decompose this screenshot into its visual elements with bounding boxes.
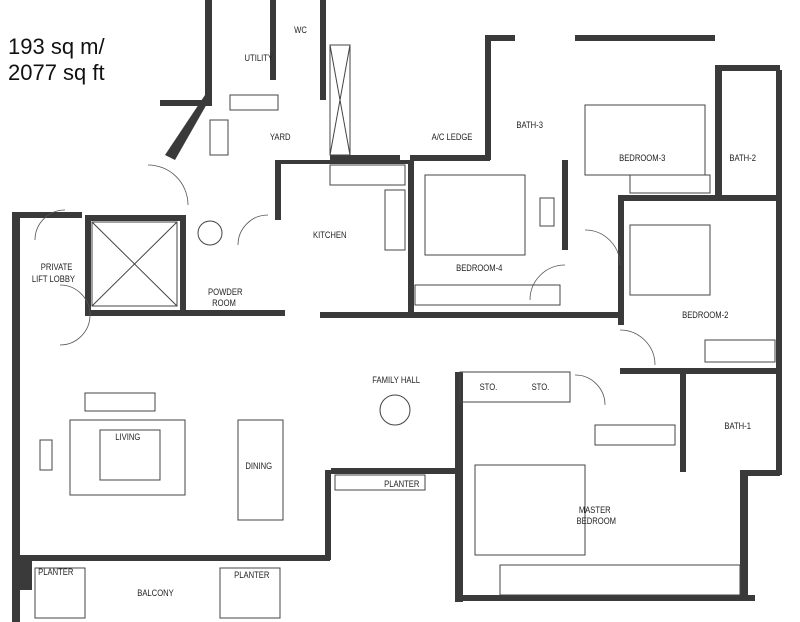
label-bath1: BATH-1 bbox=[724, 421, 751, 431]
label-planter-left: PLANTER bbox=[38, 567, 74, 577]
label-family-hall: FAMILY HALL bbox=[372, 375, 420, 385]
label-planter-right: PLANTER bbox=[234, 570, 270, 580]
area-sqft: 2077 sq ft bbox=[8, 60, 105, 85]
label-bath3: BATH-3 bbox=[516, 120, 543, 130]
label-bedroom4: BEDROOM-4 bbox=[456, 263, 503, 273]
label-wc: WC bbox=[294, 25, 307, 35]
label-bedroom3: BEDROOM-3 bbox=[619, 153, 666, 163]
label-sto-2: STO. bbox=[531, 382, 550, 392]
label-planter-mid: PLANTER bbox=[384, 479, 420, 489]
label-living: LIVING bbox=[115, 432, 141, 442]
label-yard: YARD bbox=[269, 132, 291, 142]
label-ac-ledge: A/C LEDGE bbox=[431, 132, 473, 142]
label-master-2: BEDROOM bbox=[576, 516, 617, 526]
label-powder-2: ROOM bbox=[212, 298, 236, 308]
area-sqm: 193 sq m/ bbox=[8, 34, 105, 59]
label-bedroom2: BEDROOM-2 bbox=[682, 310, 729, 320]
doors bbox=[34, 164, 656, 406]
label-master-1: MASTER bbox=[578, 505, 611, 515]
label-lift-lobby-1: PRIVATE bbox=[40, 262, 73, 272]
label-sto-1: STO. bbox=[479, 382, 498, 392]
label-balcony: BALCONY bbox=[137, 588, 174, 598]
walls bbox=[12, 0, 782, 622]
label-kitchen: KITCHEN bbox=[312, 230, 347, 240]
furniture bbox=[34, 44, 776, 619]
label-bath2: BATH-2 bbox=[729, 153, 756, 163]
label-dining: DINING bbox=[245, 461, 273, 471]
label-utility: UTILITY bbox=[244, 53, 274, 63]
label-lift-lobby-2: LIFT LOBBY bbox=[31, 274, 76, 284]
label-powder-1: POWDER bbox=[208, 287, 243, 297]
